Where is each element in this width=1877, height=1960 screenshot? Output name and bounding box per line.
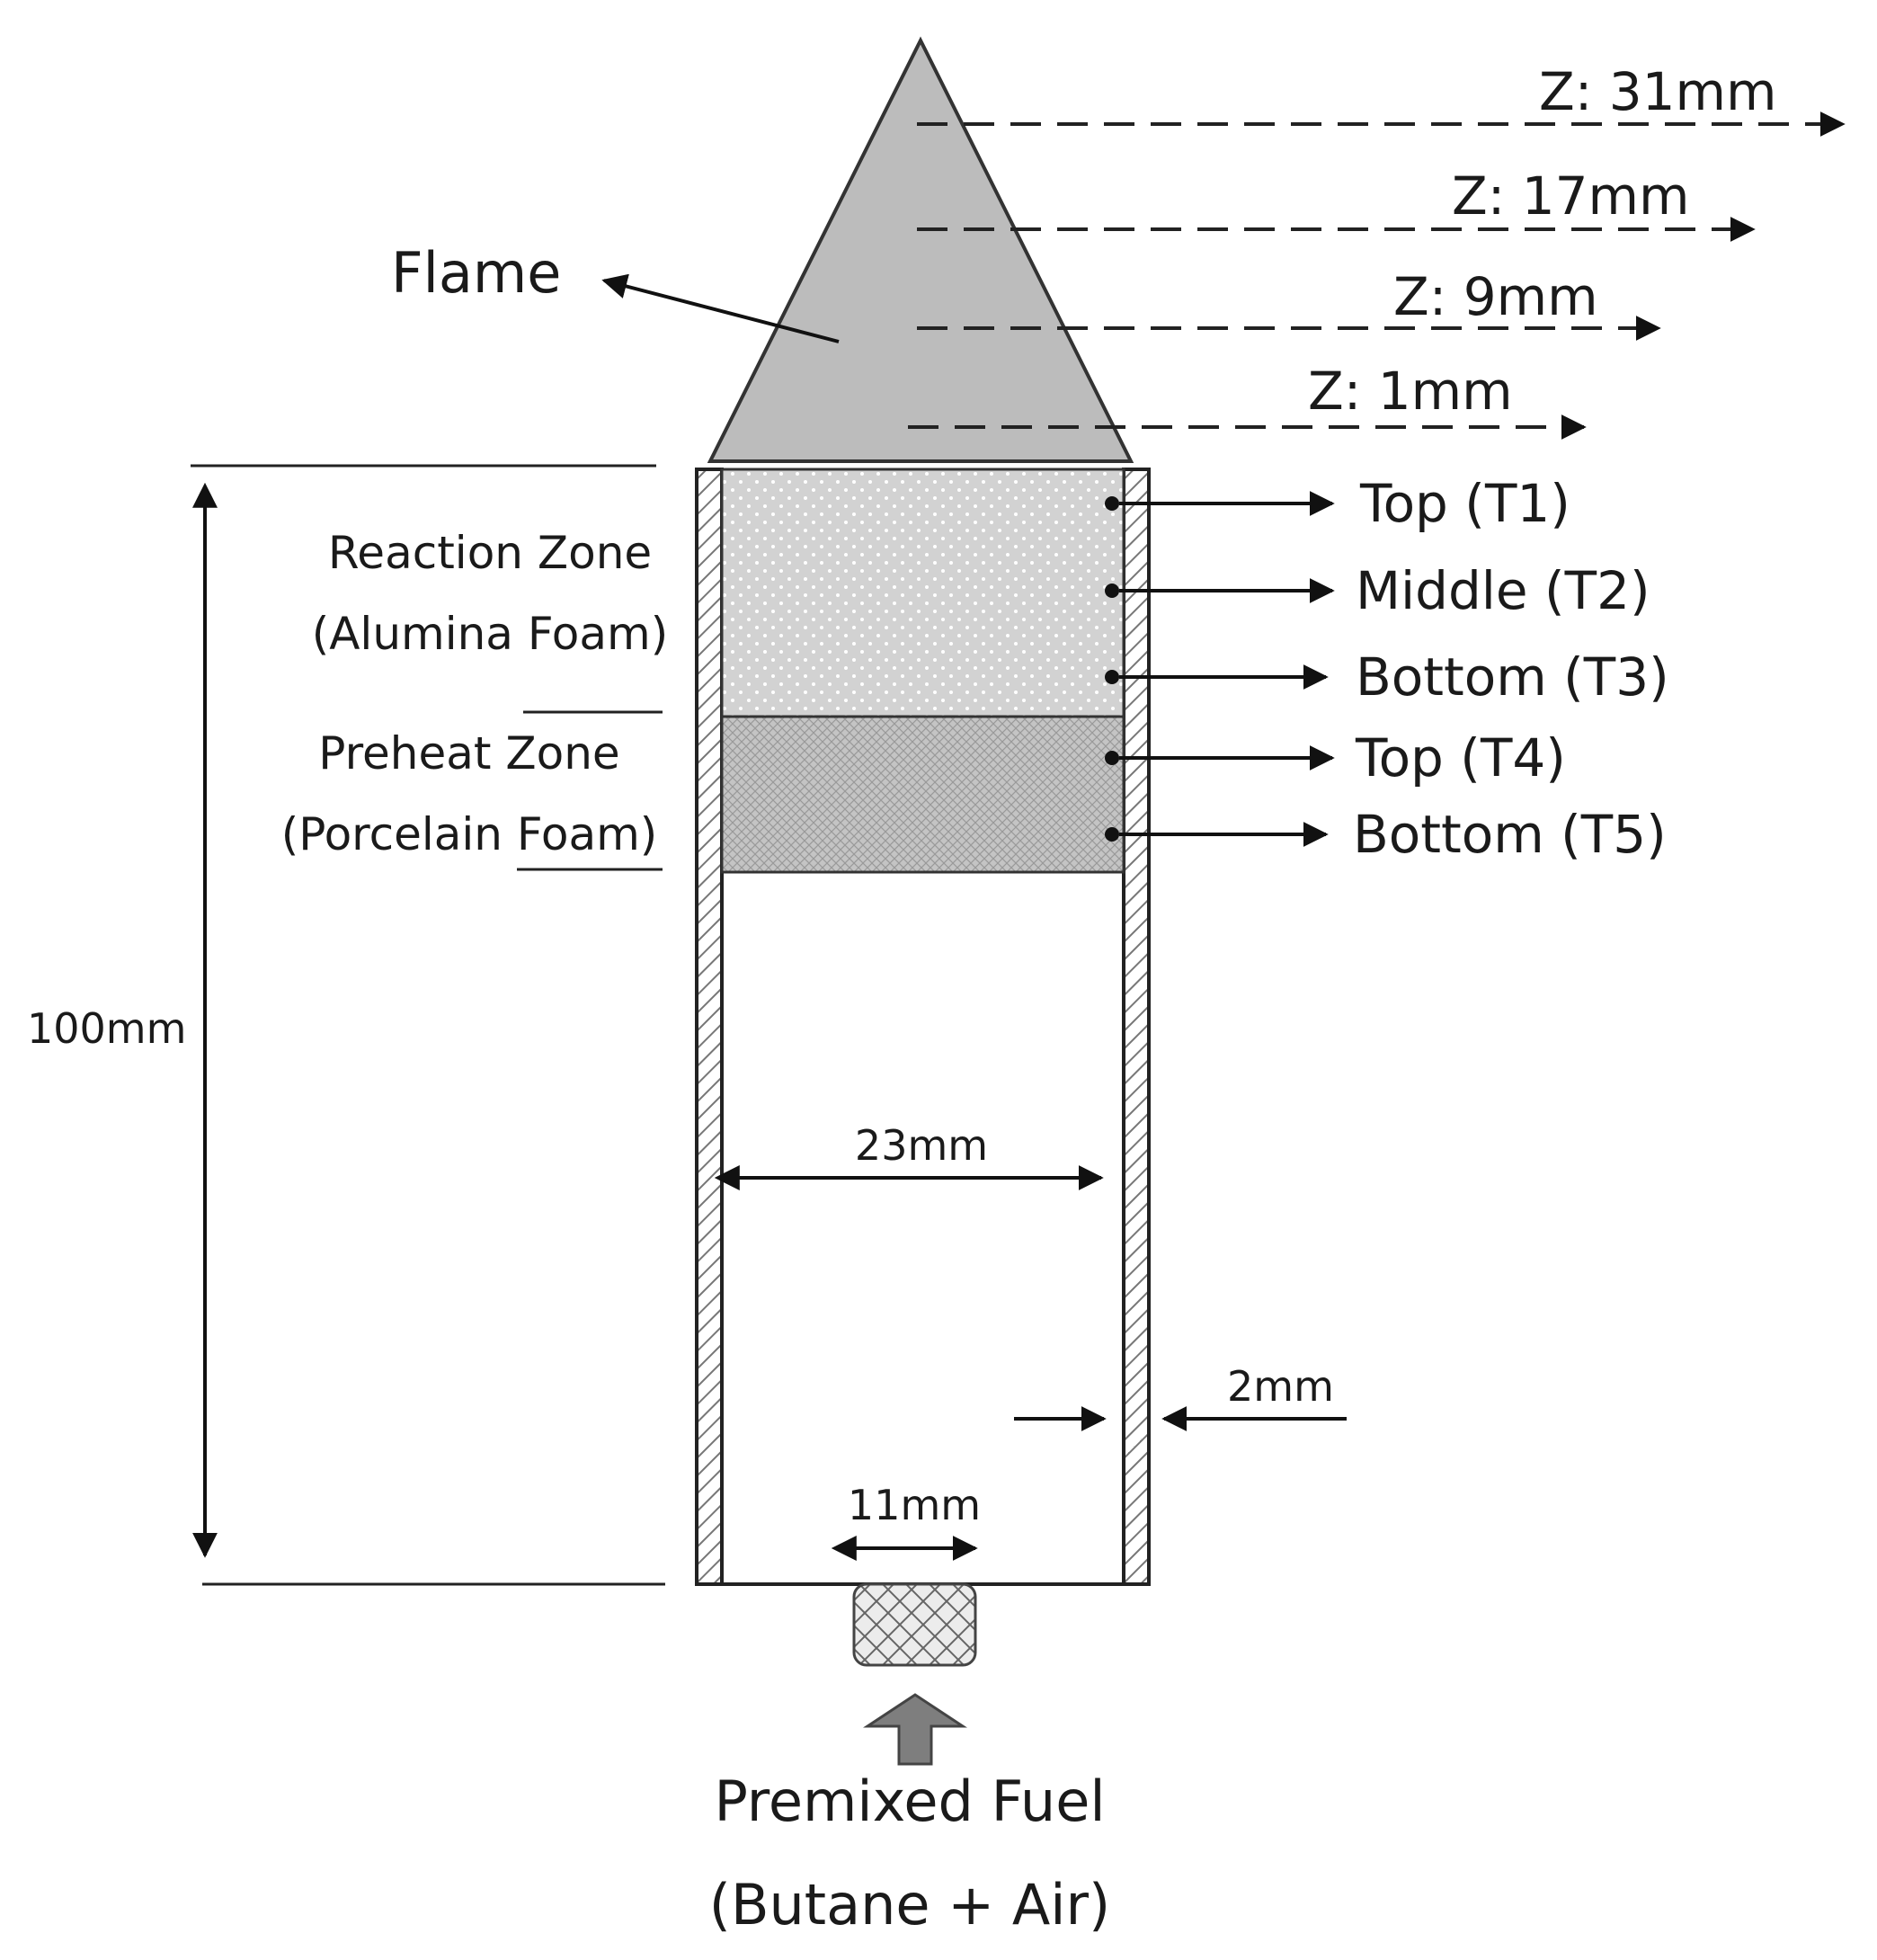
reaction-zone-foam (720, 468, 1125, 718)
height-label-17mm: Z: 17mm (1452, 165, 1690, 227)
height-label-31mm: Z: 31mm (1539, 61, 1777, 122)
thermocouple-label-t4: Top (T4) (1355, 727, 1566, 788)
thermocouple-label-t2: Middle (T2) (1356, 560, 1650, 621)
wall-thickness-label: 2mm (1227, 1362, 1334, 1411)
flame-label: Flame (391, 240, 561, 306)
flame-pointer-arrow (601, 273, 840, 343)
height-dim-label: 100mm (27, 1004, 186, 1053)
reaction-zone-label: Reaction Zone (328, 527, 652, 579)
flame-cone (707, 36, 1134, 463)
thermocouple-t1: Top (T1) (1105, 473, 1570, 534)
thermocouple-t2: Middle (T2) (1105, 560, 1650, 621)
right-wall (1122, 468, 1151, 1586)
thermocouple-t3: Bottom (T3) (1105, 646, 1669, 708)
fuel-inlet-composition: (Butane + Air) (709, 1872, 1110, 1938)
left-wall (695, 468, 724, 1586)
thermocouple-label-t3: Bottom (T3) (1356, 646, 1669, 708)
reaction-zone-material: (Alumina Foam) (312, 608, 669, 660)
height-label-1mm: Z: 1mm (1308, 361, 1513, 422)
thermocouple-label-t5: Bottom (T5) (1353, 804, 1667, 865)
fuel-flow-arrow (863, 1693, 967, 1766)
preheat-zone-label: Preheat Zone (318, 727, 619, 780)
preheat-zone-material: (Porcelain Foam) (281, 808, 658, 860)
height-label-9mm: Z: 9mm (1393, 266, 1598, 327)
inner-diameter-label: 23mm (855, 1121, 988, 1170)
thermocouple-label-t1: Top (T1) (1359, 473, 1570, 534)
inlet-nozzle (852, 1582, 977, 1667)
thermocouple-t5: Bottom (T5) (1105, 804, 1667, 865)
preheat-zone-foam (720, 715, 1125, 874)
fuel-inlet-label: Premixed Fuel (714, 1768, 1105, 1834)
inlet-diameter-label: 11mm (848, 1481, 981, 1529)
thermocouple-t4: Top (T4) (1105, 727, 1566, 788)
